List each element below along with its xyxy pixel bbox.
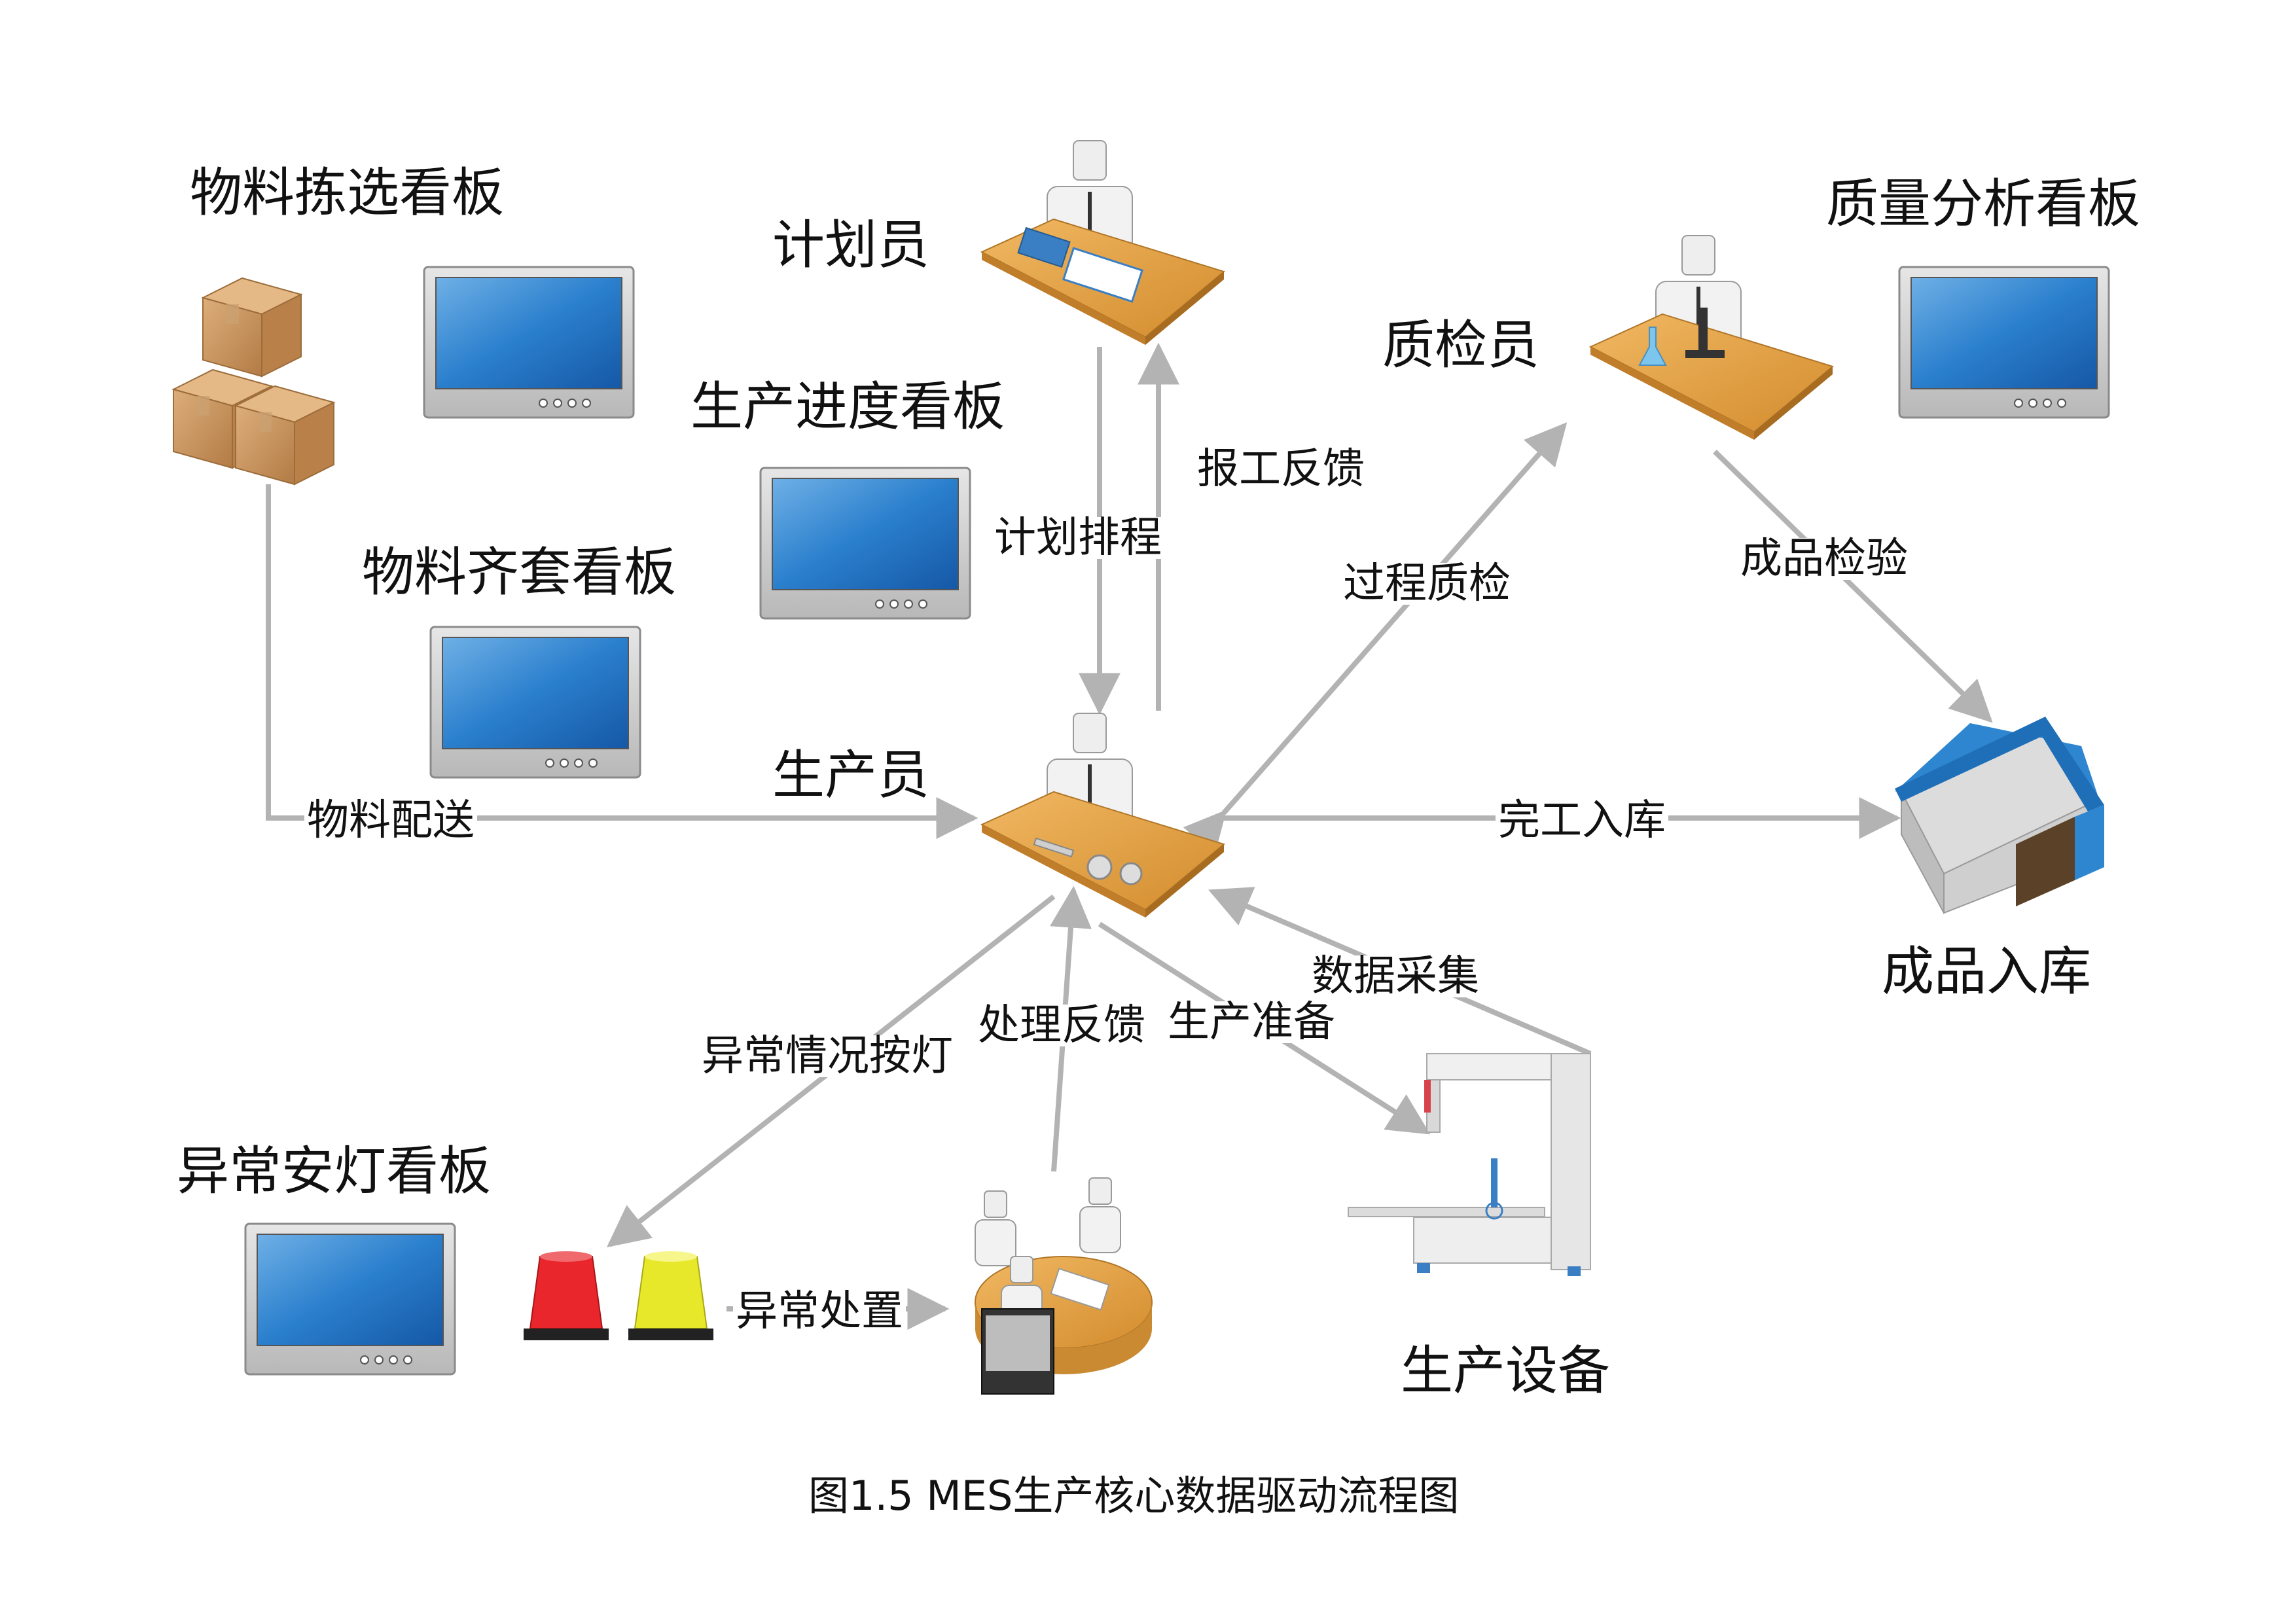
label-data-collection: 数据采集: [1309, 955, 1482, 997]
label-quality-board: 质量分析看板: [1826, 173, 2140, 234]
label-production-prep: 生产准备: [1165, 1001, 1338, 1043]
cardboard-boxes-icon: [173, 277, 334, 485]
inspector-desk-icon: [1590, 235, 1833, 440]
monitor-material-pick-icon: [423, 266, 635, 419]
label-material-pick-board: 物料拣选看板: [190, 162, 504, 223]
arrow-process-qc: [1183, 422, 1568, 855]
label-producer: 生产员: [772, 745, 929, 806]
warehouse-icon: [1895, 717, 2104, 914]
label-finished-storage: 成品入库: [1882, 941, 2091, 1002]
label-final-inspection: 成品检验: [1738, 538, 1910, 580]
arrow-final-inspection: [1713, 450, 1993, 723]
monitor-quality-icon: [1898, 266, 2110, 419]
label-material-delivery: 物料配送: [304, 800, 477, 842]
monitor-andon-icon: [244, 1222, 456, 1376]
label-abnormal-button: 异常情况按灯: [699, 1035, 956, 1077]
label-equipment: 生产设备: [1401, 1340, 1610, 1401]
meeting-table-icon: [975, 1177, 1153, 1395]
label-material-kit-board: 物料齐套看板: [362, 542, 676, 603]
production-equipment-icon: [1348, 1053, 1591, 1276]
planner-desk-icon: [981, 140, 1225, 346]
red-alarm-light-icon: [524, 1251, 609, 1340]
label-completion-storage: 完工入库: [1496, 800, 1668, 842]
label-abnormal-handling: 异常处置: [733, 1291, 906, 1332]
label-andon-board: 异常安灯看板: [177, 1141, 491, 1202]
label-process-qc: 过程质检: [1340, 563, 1513, 605]
label-plan-schedule: 计划排程: [992, 517, 1164, 559]
monitor-progress-icon: [759, 467, 971, 620]
label-inspector: 质检员: [1382, 315, 1539, 376]
monitor-material-kit-icon: [429, 626, 641, 779]
label-planner: 计划员: [772, 215, 929, 276]
yellow-alarm-light-icon: [628, 1251, 713, 1340]
label-report-feedback: 报工反馈: [1194, 448, 1367, 490]
figure-caption: 图1.5 MES生产核心数据驱动流程图: [808, 1472, 1460, 1520]
label-progress-board: 生产进度看板: [691, 376, 1005, 437]
arrow-material-delivery: [266, 484, 978, 839]
producer-desk-icon: [981, 713, 1225, 918]
label-handling-feedback: 处理反馈: [975, 1005, 1148, 1046]
